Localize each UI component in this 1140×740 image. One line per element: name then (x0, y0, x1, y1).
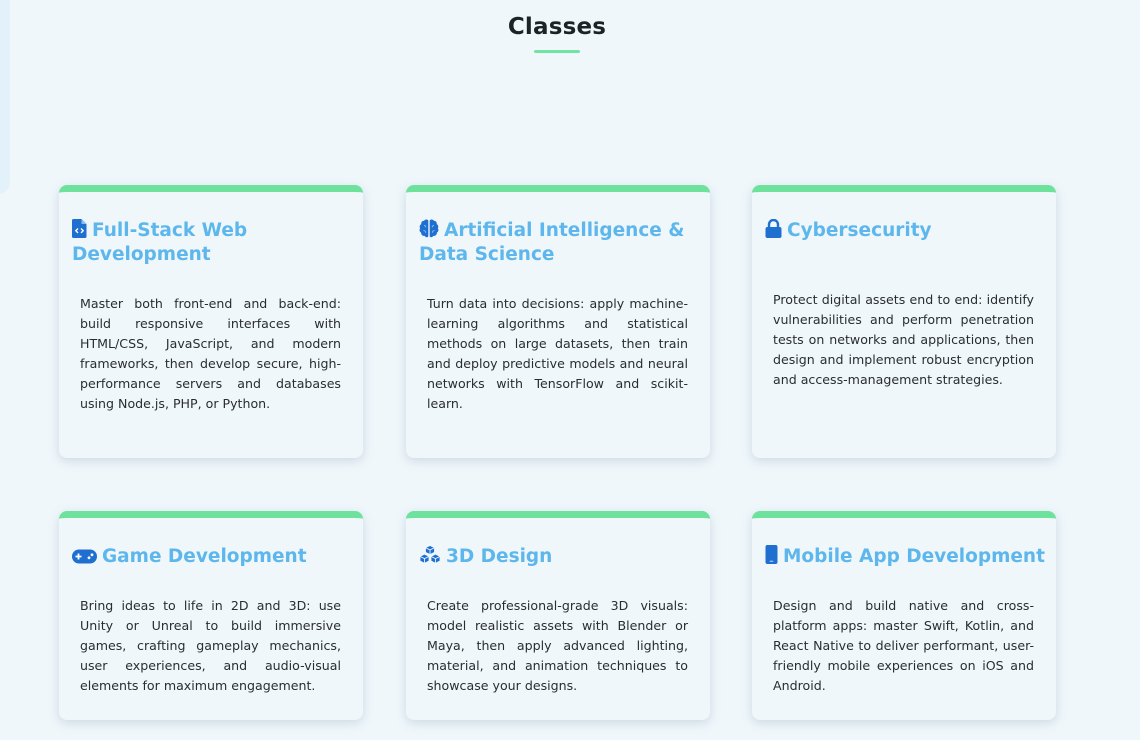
class-card-mobile-dev[interactable]: Mobile App Development Design and build … (752, 511, 1056, 720)
side-panel (0, 0, 10, 194)
brain-icon (419, 219, 439, 238)
class-card-description: Bring ideas to life in 2D and 3D: use Un… (80, 598, 341, 693)
title-underline (534, 50, 580, 53)
class-card-title: Full-Stack Web Development (72, 219, 357, 267)
file-code-icon (72, 219, 87, 238)
page-title: Classes (507, 14, 607, 40)
class-card-description: Master both front-end and back-end: buil… (80, 296, 341, 411)
class-card-title: Artificial Intelligence & Data Science (419, 219, 704, 267)
class-card-description: Protect digital assets end to end: ident… (773, 292, 1034, 387)
gamepad-icon (72, 549, 97, 564)
mobile-phone-icon (765, 545, 778, 564)
class-card-fullstack[interactable]: Full-Stack Web Development Master both f… (59, 185, 363, 458)
class-card-description: Design and build native and cross-platfo… (773, 598, 1034, 693)
class-card-title: Game Development (72, 545, 357, 569)
class-card-3d-design[interactable]: 3D Design Create professional-grade 3D v… (406, 511, 710, 720)
lock-icon (765, 219, 782, 238)
class-card-title-text: Game Development (102, 546, 307, 567)
class-card-description: Turn data into decisions: apply machine-… (427, 296, 688, 411)
class-card-cybersecurity[interactable]: Cybersecurity Protect digital assets end… (752, 185, 1056, 458)
class-card-title-text: Artificial Intelligence & Data Science (419, 220, 685, 265)
class-card-title-text: Cybersecurity (787, 220, 932, 241)
class-card-title-text: Full-Stack Web Development (72, 220, 248, 265)
class-card-title-text: 3D Design (446, 546, 553, 567)
class-card-description: Create professional-grade 3D visuals: mo… (427, 598, 688, 693)
class-card-title: Cybersecurity (765, 219, 1050, 243)
cubes-icon (419, 545, 441, 564)
class-card-game-dev[interactable]: Game Development Bring ideas to life in … (59, 511, 363, 720)
class-card-title: 3D Design (419, 545, 704, 569)
class-card-title-text: Mobile App Development (783, 546, 1045, 567)
class-card-ai[interactable]: Artificial Intelligence & Data Science T… (406, 185, 710, 458)
class-card-title: Mobile App Development (765, 545, 1050, 569)
